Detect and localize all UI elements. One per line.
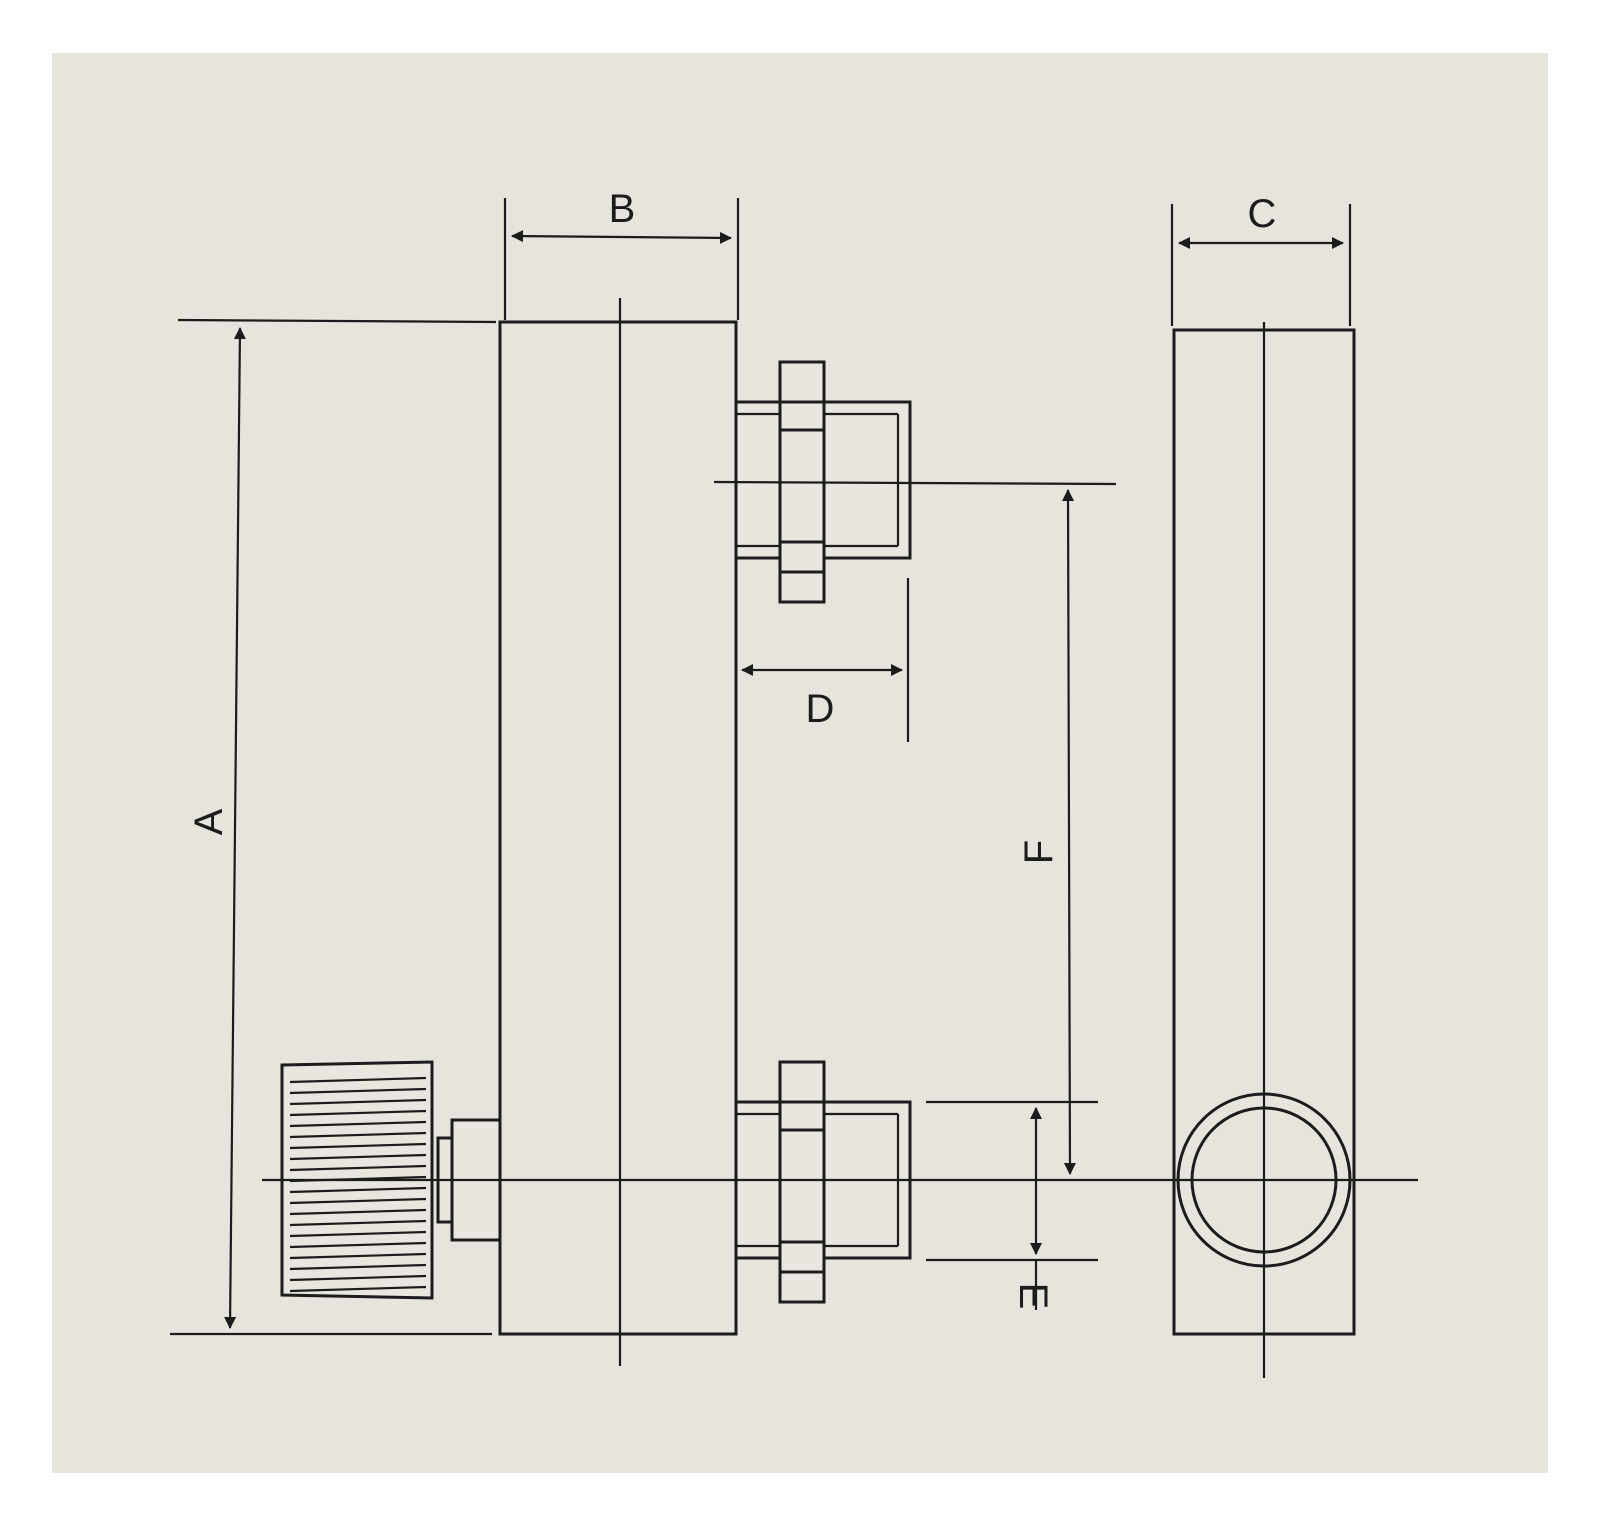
knurl-groove <box>289 1142 427 1150</box>
knurl-groove <box>289 1241 427 1249</box>
dimension-d <box>741 578 910 742</box>
knurl-groove <box>289 1076 427 1084</box>
knurl-groove <box>289 1263 427 1271</box>
lower-fitting <box>734 1060 912 1304</box>
knurl-groove <box>289 1208 427 1216</box>
knurl-groove <box>289 1164 427 1172</box>
knurl-groove <box>289 1153 427 1161</box>
dimension-label-f: F <box>1017 840 1061 864</box>
knurl-groove <box>289 1252 427 1260</box>
dimension-label-a: A <box>187 808 231 835</box>
dimension-c <box>1170 204 1352 326</box>
knurl-groove <box>289 1109 427 1117</box>
dimension-e <box>926 1100 1098 1310</box>
dimension-label-c: C <box>1248 192 1277 236</box>
knurl-groove <box>289 1098 427 1106</box>
knurl-groove <box>289 1274 427 1282</box>
knurl-groove <box>289 1230 427 1238</box>
knurl-groove <box>289 1186 427 1194</box>
knurl-groove <box>289 1087 427 1095</box>
dimension-label-e: E <box>1011 1283 1055 1310</box>
dimension-label-d: D <box>806 687 835 731</box>
dimension-b <box>503 198 740 320</box>
knurl-groove <box>289 1120 427 1128</box>
dimension-label-b: B <box>609 187 636 231</box>
knurl-groove <box>289 1197 427 1205</box>
knurl-groove <box>289 1285 427 1293</box>
knurl-groove <box>289 1219 427 1227</box>
dimension-f <box>713 480 1117 1175</box>
front-view-body <box>498 320 738 1336</box>
side-view-port <box>1176 1092 1352 1268</box>
dimension-a <box>170 318 497 1336</box>
knurl-groove <box>289 1131 427 1139</box>
